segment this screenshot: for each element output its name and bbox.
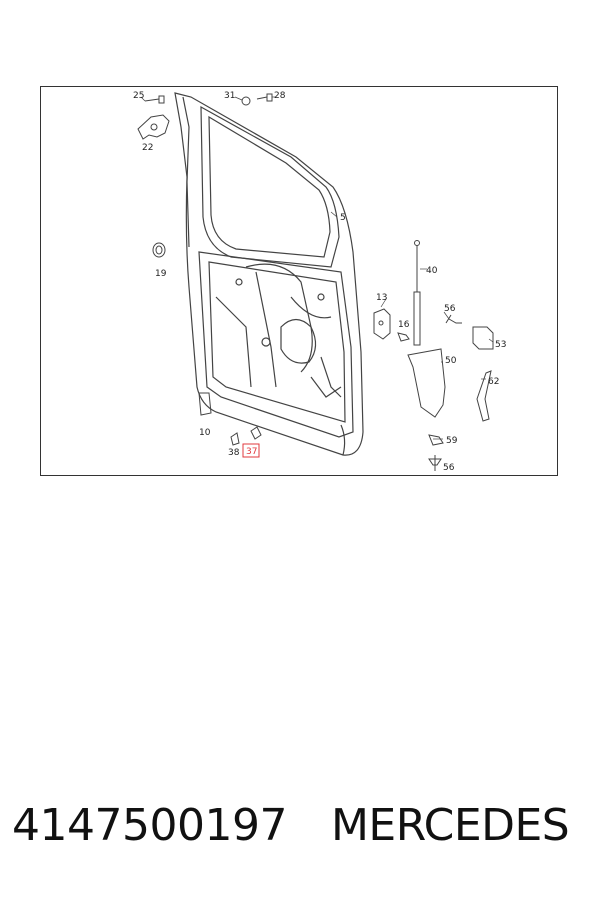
callout-59: 59 (446, 436, 458, 446)
callout-28: 28 (274, 91, 286, 101)
callout-62: 62 (488, 377, 499, 387)
leader-lines (140, 96, 494, 440)
callout-56-lower: 56 (443, 463, 455, 473)
callout-16: 16 (398, 320, 410, 330)
part-number: 4147500197 (12, 800, 287, 851)
callout-40: 40 (426, 266, 438, 276)
callout-25: 25 (133, 91, 144, 101)
callout-19: 19 (155, 269, 167, 279)
callout-31: 31 (224, 91, 235, 101)
callout-50: 50 (445, 356, 457, 366)
parts-diagram: 25 22 31 28 5 19 40 13 16 56 53 50 62 10… (40, 86, 558, 476)
callout-56-upper: 56 (444, 304, 456, 314)
component-parts (137, 93, 494, 471)
callout-13: 13 (376, 293, 387, 303)
callout-10: 10 (199, 428, 211, 438)
callout-38: 38 (228, 448, 240, 458)
highlight-box-37 (242, 443, 260, 458)
diagram-canvas: 25 22 31 28 5 19 40 13 16 56 53 50 62 10… (133, 91, 506, 473)
callout-53: 53 (495, 340, 506, 350)
callout-37-highlighted[interactable]: 37 (246, 447, 257, 457)
brand-name: MERCEDES (330, 800, 570, 851)
tailgate-illustration (174, 92, 364, 456)
callout-22: 22 (142, 143, 153, 153)
product-caption: 4147500197 MERCEDES (12, 800, 592, 864)
callout-5: 5 (340, 213, 346, 223)
